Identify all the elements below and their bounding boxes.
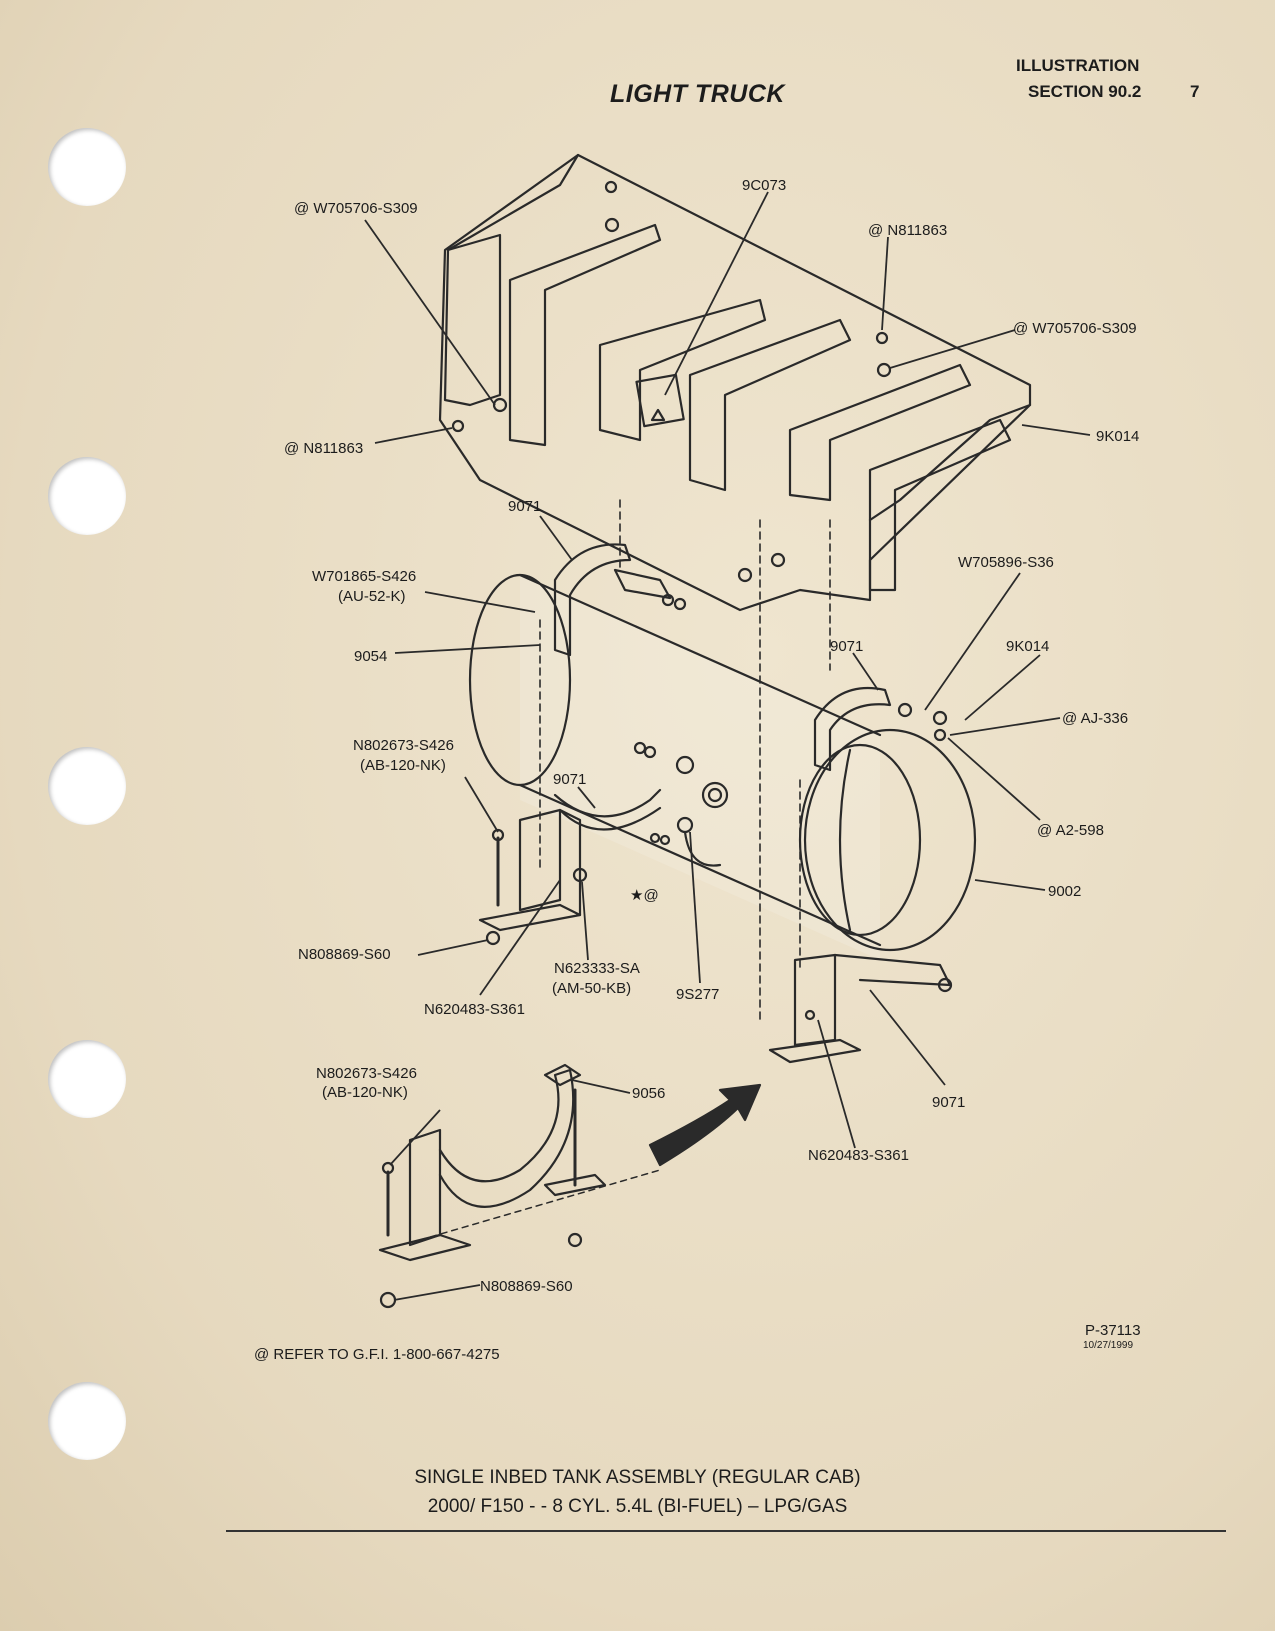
label-9k014-right: 9K014 (1006, 638, 1049, 655)
label-n620483-right: N620483-S361 (808, 1147, 909, 1164)
label-star-at: ★@ (630, 887, 659, 904)
label-9s277: 9S277 (676, 986, 719, 1003)
direction-arrow (648, 1083, 762, 1167)
binder-hole (48, 457, 126, 535)
section-number: SECTION 90.2 (1028, 82, 1142, 101)
label-n811863-right: @ N811863 (868, 222, 947, 239)
caption-rule (226, 1530, 1226, 1532)
label-n808869-upper: N808869-S60 (298, 946, 391, 963)
binder-hole (48, 747, 126, 825)
bracket-9056 (378, 1063, 661, 1309)
tank-9002 (468, 573, 977, 960)
leader-lines (364, 191, 1091, 1301)
label-9071-mid: 9071 (553, 771, 586, 788)
footnote: @ REFER TO G.F.I. 1-800-667-4275 (254, 1346, 500, 1363)
label-n620483-left: N620483-S361 (424, 1001, 525, 1018)
alignment-lines (539, 499, 831, 1021)
label-w705706-right: @ W705706-S309 (1013, 320, 1137, 337)
label-w701865: W701865-S426 (312, 568, 416, 585)
bracket-left (478, 808, 582, 946)
label-n623333: N623333-SA (554, 960, 640, 977)
tank-fittings (451, 180, 948, 883)
label-9071-top: 9071 (508, 498, 541, 515)
label-9k014-top: 9K014 (1096, 428, 1139, 445)
label-9054: 9054 (354, 648, 387, 665)
label-a2598: @ A2-598 (1037, 822, 1104, 839)
caption-line-2: 2000/ F150 - - 8 CYL. 5.4L (BI-FUEL) – L… (427, 1496, 848, 1517)
label-ab120-upper: (AB-120-NK) (360, 757, 446, 774)
label-9056: 9056 (632, 1085, 665, 1102)
label-9c073: 9C073 (742, 177, 786, 194)
strap-9071 (553, 543, 892, 831)
label-au52k: (AU-52-K) (338, 588, 406, 605)
page-title: LIGHT TRUCK (610, 80, 785, 108)
bed-frame-9k014 (438, 153, 1032, 612)
binder-hole (48, 1382, 126, 1460)
part-number: P-37113 (1085, 1322, 1141, 1339)
page-number: 7 (1190, 82, 1200, 101)
binder-hole (48, 128, 126, 206)
part-labels: @ W705706-S309 9C073 @ N811863 @ W705706… (254, 177, 1141, 1363)
label-aj336: @ AJ-336 (1062, 710, 1128, 727)
label-w705896: W705896-S36 (958, 554, 1054, 571)
caption-line-1: SINGLE INBED TANK ASSEMBLY (REGULAR CAB) (414, 1467, 861, 1488)
label-n811863-left: @ N811863 (284, 440, 363, 457)
label-w705706-left: @ W705706-S309 (294, 200, 418, 217)
part-date: 10/27/1999 (1083, 1340, 1133, 1351)
label-9071-right: 9071 (830, 638, 863, 655)
illustration-heading: ILLUSTRATION (1016, 56, 1140, 75)
bracket-right (768, 953, 953, 1064)
label-n808869-lower: N808869-S60 (480, 1278, 573, 1295)
label-am50kb: (AM-50-KB) (552, 980, 631, 997)
label-9002: 9002 (1048, 883, 1081, 900)
label-9071-lower: 9071 (932, 1094, 965, 1111)
binder-hole (48, 1040, 126, 1118)
label-n802673-lower: N802673-S426 (316, 1065, 417, 1082)
label-ab120-lower: (AB-120-NK) (322, 1084, 408, 1101)
label-n802673-upper: N802673-S426 (353, 737, 454, 754)
